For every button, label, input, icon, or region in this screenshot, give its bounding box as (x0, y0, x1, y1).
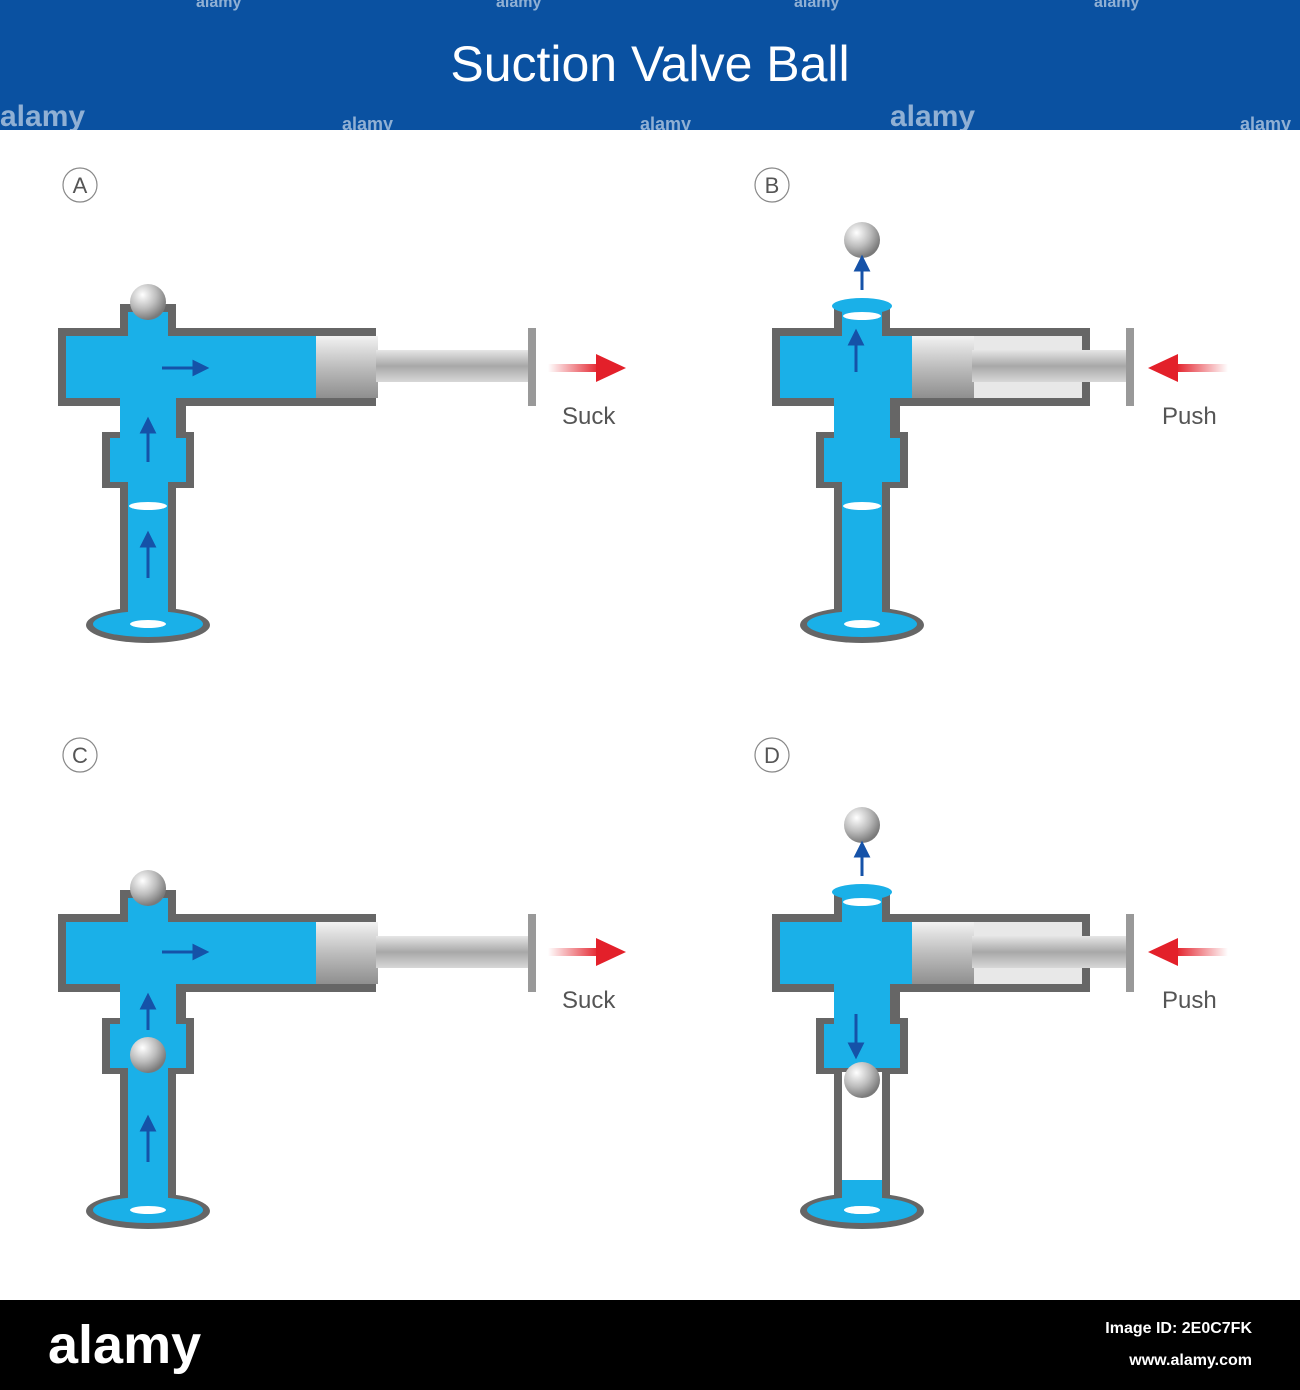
plunger-handle (528, 914, 536, 992)
valve-ball-upper (130, 870, 166, 906)
intake-opening (130, 1206, 166, 1214)
page-title: Suction Valve Ball (450, 36, 850, 92)
suck-arrow (548, 938, 626, 966)
panel-a: A Suck (58, 167, 626, 643)
plunger-handle (1126, 914, 1134, 992)
intake-opening (844, 620, 880, 628)
panel-d-action-label: Push (1162, 987, 1217, 1014)
watermark-text: alamy (0, 100, 86, 130)
panel-b: B Push (754, 167, 1228, 643)
piston (912, 922, 974, 984)
panel-c-badge (62, 737, 98, 773)
panel-d-badge (754, 737, 790, 773)
lower-valve-seat (129, 502, 167, 510)
flow-arrow (139, 943, 210, 1162)
piston-rod (972, 350, 1126, 382)
watermark-mark: alamy (640, 114, 692, 130)
piston (316, 922, 378, 984)
diagram-area: A Suck B (0, 130, 1300, 1300)
water-reservoir-edge (842, 1180, 882, 1206)
watermark-mark: alamy (794, 0, 840, 11)
valve-ball-lower (844, 1062, 880, 1098)
water-outflow (832, 298, 892, 314)
flow-arrow (139, 359, 210, 578)
intake-opening (844, 1206, 880, 1214)
piston-rod (972, 936, 1126, 968)
valve-ball-lower (130, 1037, 166, 1073)
lower-valve-seat (843, 502, 881, 510)
image-id: Image ID: 2E0C7FK (1105, 1320, 1252, 1337)
footer-brand-logo: alamy (48, 1315, 202, 1375)
valve-ball-upper (844, 807, 880, 843)
push-arrow (1148, 938, 1228, 966)
plunger-handle (528, 328, 536, 406)
upper-valve-seat (843, 898, 881, 906)
panel-d: D Pu (754, 737, 1228, 1229)
intake-opening (130, 620, 166, 628)
panel-c: C Suck (58, 737, 626, 1229)
watermark-mark: alamy (1094, 0, 1140, 11)
water-outflow (832, 884, 892, 900)
flow-arrow (847, 840, 871, 1060)
panel-d-label: D (764, 743, 780, 768)
panel-c-label: C (72, 743, 88, 768)
suck-arrow (548, 354, 626, 382)
piston (316, 336, 378, 398)
plunger-handle (1126, 328, 1134, 406)
footer-url: www.alamy.com (1129, 1352, 1252, 1369)
upper-valve-seat (843, 312, 881, 320)
title-banner: alamy alamy alamy alamy Suction Valve Ba… (0, 0, 1300, 130)
watermark-mark: alamy (1240, 114, 1292, 130)
panel-c-action-label: Suck (562, 987, 616, 1014)
panel-b-action-label: Push (1162, 403, 1217, 430)
watermark-mark: alamy (496, 0, 542, 11)
panel-b-label: B (765, 173, 780, 198)
water-chamber (780, 312, 912, 620)
watermark-text: alamy (890, 100, 976, 130)
water-chamber (780, 898, 912, 1068)
panel-a-badge (62, 167, 98, 203)
push-arrow (1148, 354, 1228, 382)
watermark-mark: alamy (196, 0, 242, 11)
piston-rod (376, 350, 530, 382)
piston-rod (376, 936, 530, 968)
valve-diagram: A Suck B (58, 167, 1228, 1229)
watermark-mark: alamy (342, 114, 394, 130)
panel-a-label: A (73, 173, 88, 198)
flow-arrow (847, 254, 871, 372)
stock-footer: alamy Image ID: 2E0C7FK www.alamy.com (0, 1300, 1300, 1390)
water-chamber (66, 312, 368, 620)
valve-ball (130, 284, 166, 320)
panel-b-badge (754, 167, 790, 203)
valve-ball (844, 222, 880, 258)
piston (912, 336, 974, 398)
panel-a-action-label: Suck (562, 403, 616, 430)
